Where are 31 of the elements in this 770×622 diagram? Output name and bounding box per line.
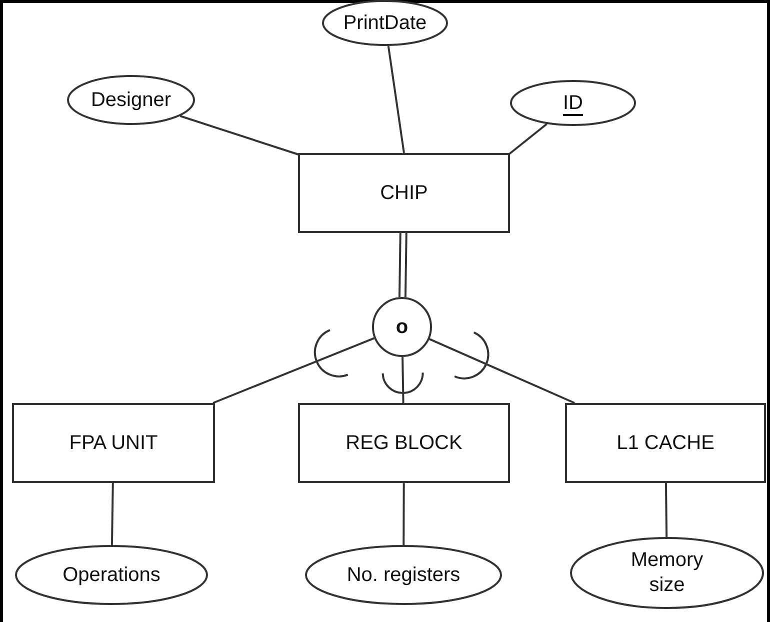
attribute-name: ID	[563, 90, 583, 116]
disjointness-circle	[372, 297, 432, 357]
attribute-ellipse	[322, 0, 448, 46]
entity-box	[565, 403, 766, 483]
connector-line	[664, 482, 668, 538]
attribute-ellipse	[305, 545, 502, 605]
entity-name: FPA UNIT	[69, 431, 158, 455]
disjointness-symbol: o	[396, 315, 408, 339]
attribute-ellipse	[570, 537, 764, 609]
subclass-line	[429, 331, 576, 404]
attribute-ellipse	[510, 80, 636, 126]
attribute-name: Memory size	[630, 548, 704, 598]
entity-name: REG BLOCK	[346, 431, 462, 455]
entity-box	[298, 403, 510, 483]
attribute-name: Operations	[62, 562, 160, 588]
subclass-line	[212, 329, 375, 404]
entity-name: L1 CACHE	[616, 431, 714, 455]
total-participation-line	[398, 232, 408, 298]
entity-box	[12, 403, 215, 483]
connector-line	[507, 123, 548, 156]
attribute-name: No. registers	[346, 562, 460, 588]
connector-line	[180, 115, 300, 156]
connector-line	[402, 483, 405, 545]
attribute-name: Designer	[90, 88, 172, 112]
attribute-ellipse	[15, 545, 208, 605]
attribute-name: PrintDate	[343, 10, 427, 36]
attribute-ellipse	[67, 75, 195, 125]
connector-line	[387, 46, 405, 154]
entity-name: CHIP	[380, 181, 428, 205]
entity-box	[298, 153, 510, 233]
connector-line	[110, 482, 114, 546]
